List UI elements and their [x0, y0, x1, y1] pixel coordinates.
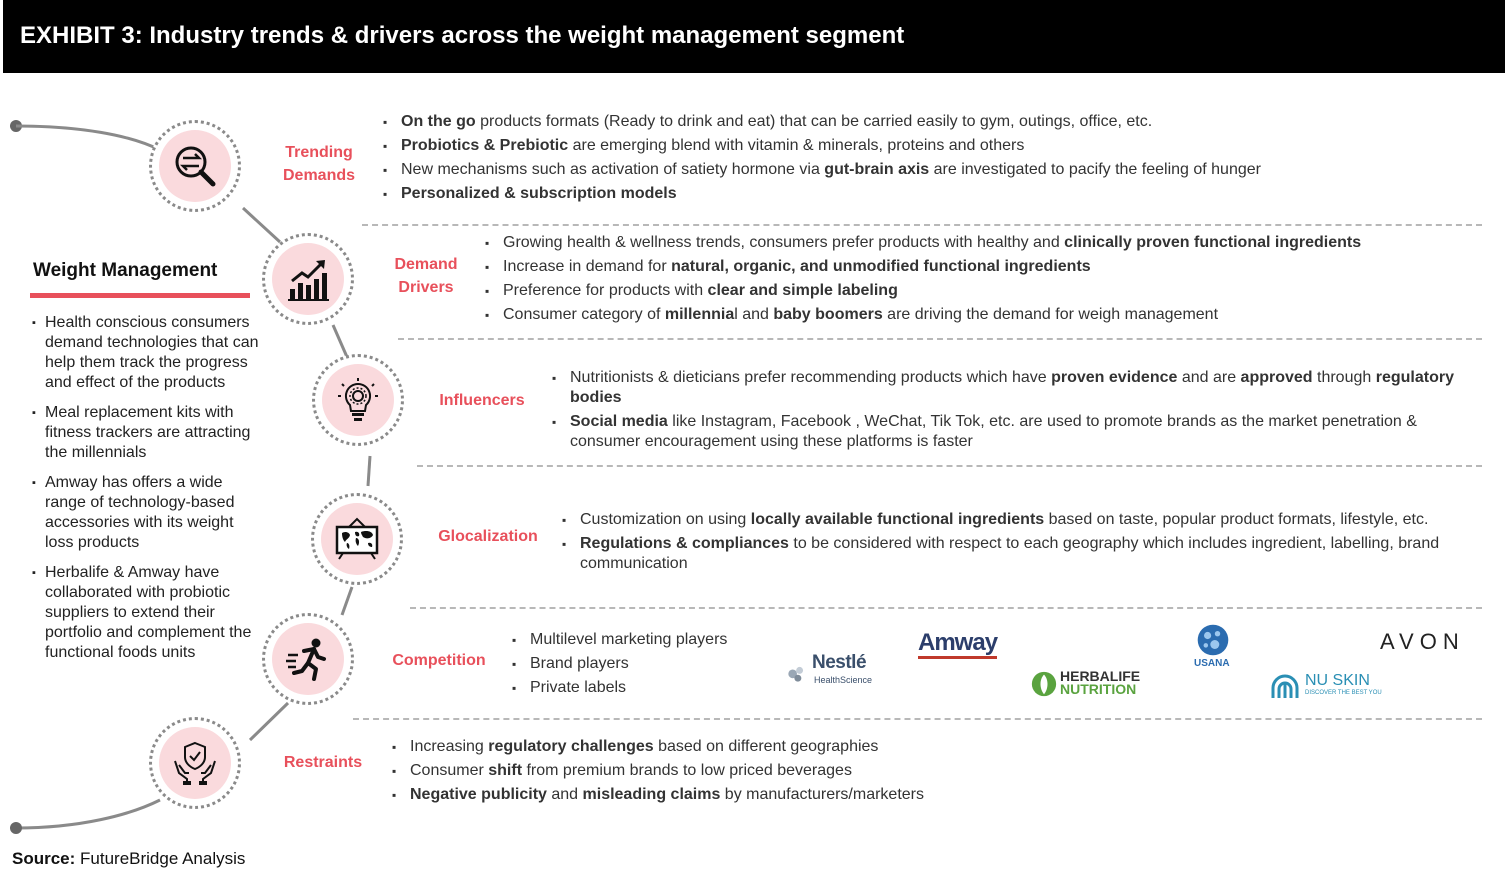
section-divider	[398, 338, 1482, 340]
world-map-board-icon	[335, 517, 379, 560]
section-divider	[362, 224, 1482, 226]
list-item: Multilevel marketing players	[512, 630, 772, 650]
list-item: Brand players	[512, 654, 772, 674]
herbalife-leaf-icon	[1031, 671, 1057, 697]
list-item: Growing health & wellness trends, consum…	[485, 233, 1485, 253]
restraints-list: Increasing regulatory challenges based o…	[392, 737, 1392, 809]
herbalife-logo: HERBALIFE NUTRITION	[1030, 668, 1160, 702]
stage-label: Competition	[392, 652, 486, 669]
shield-hands-icon	[174, 741, 216, 785]
competition-list: Multilevel marketing players Brand playe…	[512, 630, 772, 702]
heading-underline	[30, 293, 250, 298]
nestle-logo: Nestlé HealthScience	[784, 652, 884, 692]
list-item: Health conscious consumers demand techno…	[32, 313, 260, 393]
list-item: Meal replacement kits with fitness track…	[32, 403, 260, 463]
influencers-node	[312, 354, 404, 446]
stage-label: Influencers	[439, 392, 525, 409]
runner-icon	[286, 638, 326, 681]
weight-management-list: Health conscious consumers demand techno…	[32, 313, 260, 673]
nestle-bird-icon	[788, 666, 804, 682]
stage-label: Glocalization	[438, 528, 538, 545]
lightbulb-gear-icon	[338, 378, 378, 421]
demand-drivers-list: Growing health & wellness trends, consum…	[485, 233, 1485, 329]
list-item: Amway has offers a wide range of technol…	[32, 473, 260, 553]
exhibit-header: EXHIBIT 3: Industry trends & drivers acr…	[3, 0, 1505, 73]
competition-node	[262, 613, 354, 705]
restraints-node	[149, 717, 241, 809]
list-item: Herbalife & Amway have collaborated with…	[32, 563, 260, 663]
list-item: Preference for products with clear and s…	[485, 281, 1485, 301]
list-item: Consumer category of millennial and baby…	[485, 305, 1485, 325]
list-item: Customization on using locally available…	[562, 510, 1497, 530]
list-item: Regulations & compliances to be consider…	[562, 534, 1497, 574]
avon-logo: AVON	[1380, 629, 1465, 654]
nuskin-arch-icon	[1271, 674, 1299, 698]
list-item: Probiotics & Prebiotic are emerging blen…	[383, 136, 1483, 156]
section-divider	[410, 607, 1482, 609]
section-divider	[417, 465, 1482, 467]
section-divider	[353, 718, 1482, 720]
usana-logo: USANA	[1192, 622, 1234, 672]
usana-globe-icon	[1197, 624, 1229, 656]
list-item: Nutritionists & dieticians prefer recomm…	[552, 368, 1482, 408]
list-item: Personalized & subscription models	[383, 184, 1483, 204]
growth-chart-icon	[288, 260, 329, 301]
trending-demands-node	[149, 120, 241, 212]
source-note: Source: FutureBridge Analysis	[12, 849, 246, 868]
glocalization-node	[311, 493, 403, 585]
trending-demands-list: On the go products formats (Ready to dri…	[383, 112, 1483, 208]
exhibit-title: EXHIBIT 3: Industry trends & drivers acr…	[20, 22, 905, 49]
list-item: Increase in demand for natural, organic,…	[485, 257, 1485, 277]
magnifier-exchange-icon	[175, 146, 216, 187]
glocalization-list: Customization on using locally available…	[562, 510, 1497, 578]
nuskin-logo: NU SKIN DISCOVER THE BEST YOU	[1270, 670, 1390, 700]
list-item: On the go products formats (Ready to dri…	[383, 112, 1483, 132]
list-item: Consumer shift from premium brands to lo…	[392, 761, 1392, 781]
list-item: New mechanisms such as activation of sat…	[383, 160, 1483, 180]
list-item: Private labels	[512, 678, 772, 698]
stage-label: Restraints	[283, 754, 363, 771]
demand-drivers-node	[262, 233, 354, 325]
list-item: Negative publicity and misleading claims…	[392, 785, 1392, 805]
weight-management-heading: Weight Management	[33, 260, 218, 281]
list-item: Increasing regulatory challenges based o…	[392, 737, 1392, 757]
influencers-list: Nutritionists & dieticians prefer recomm…	[552, 368, 1482, 456]
list-item: Social media like Instagram, Facebook , …	[552, 412, 1482, 452]
amway-logo: Amway	[918, 630, 998, 659]
